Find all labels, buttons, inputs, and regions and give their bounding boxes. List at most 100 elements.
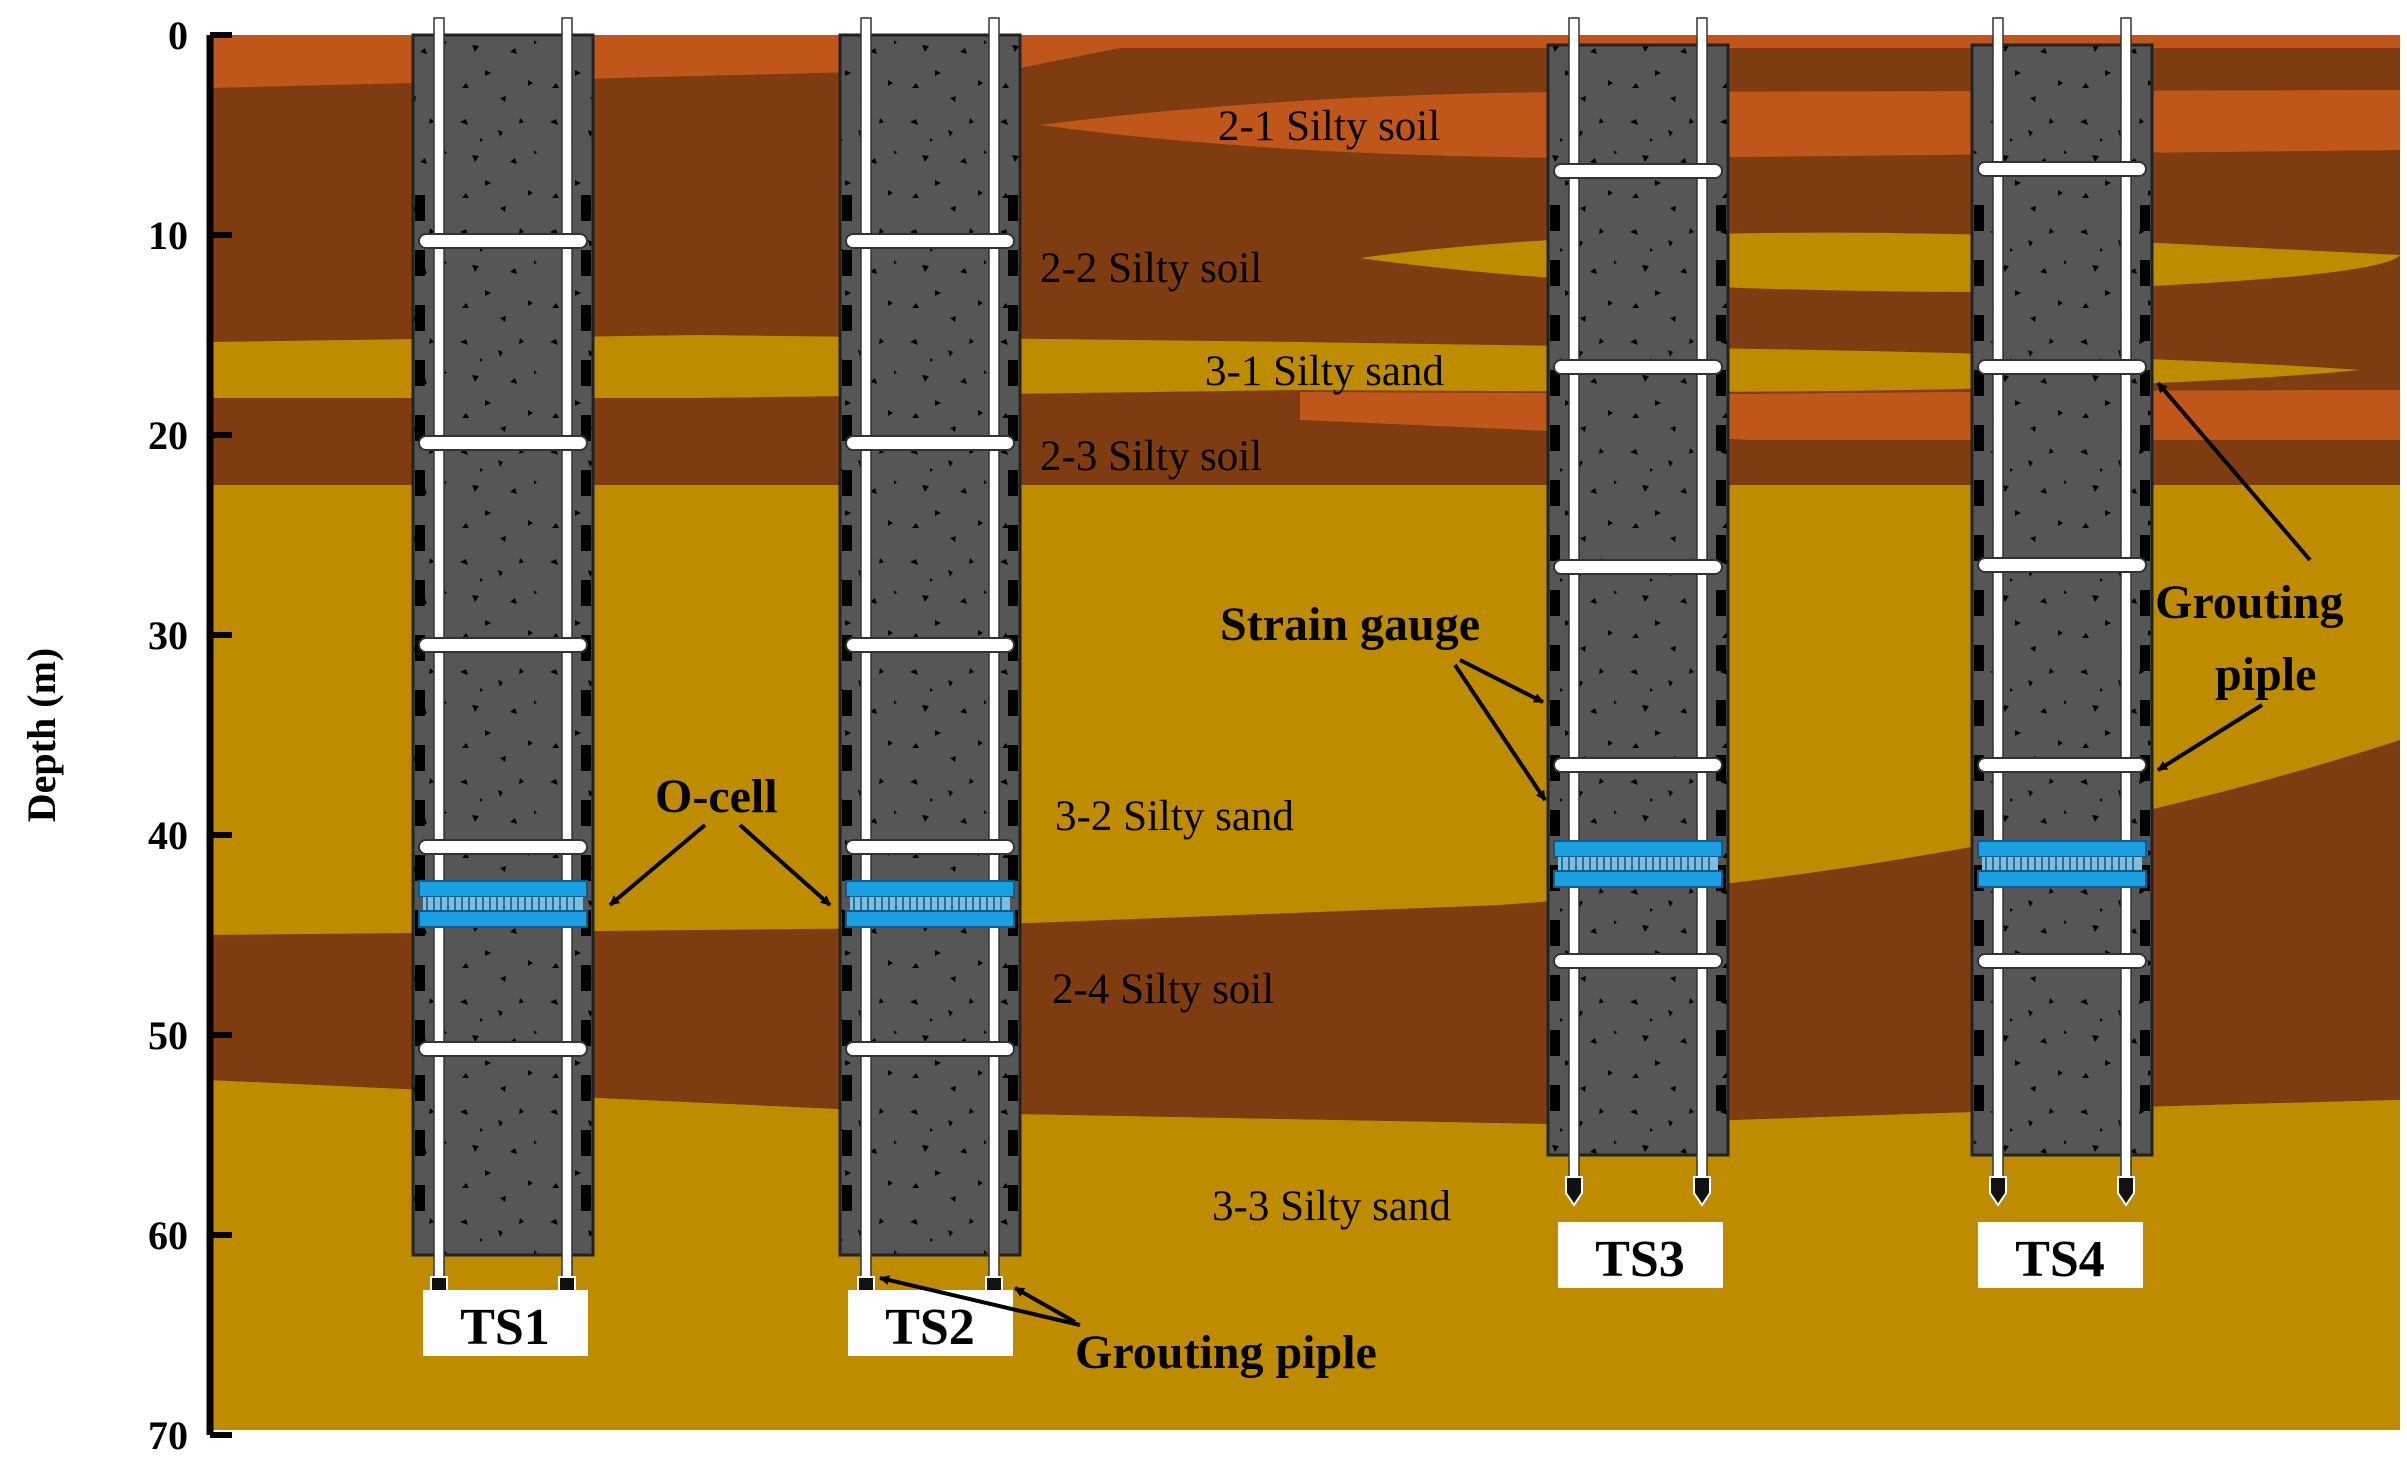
- pile-tag-box: [1978, 1222, 2143, 1288]
- strain-gauge-ring: [1553, 953, 1723, 969]
- layer-labels: 2-1 Silty soil 2-2 Silty soil 3-1 Silty …: [1040, 103, 1451, 1230]
- o-cell-arrow-ts2: [738, 823, 832, 907]
- strain-gauge-mark: [2140, 535, 2150, 561]
- grouting-pipe-tip: [1989, 1176, 2007, 1207]
- strain-gauge-mark: [2140, 205, 2150, 231]
- strain-gauge-mark: [415, 1020, 425, 1046]
- strain-gauge-mark: [1550, 535, 1560, 561]
- strain-gauge-mark: [1716, 810, 1726, 836]
- strain-gauge-mark: [581, 305, 591, 331]
- strain-gauge-ring: [418, 435, 588, 451]
- strain-gauge-mark: [1550, 645, 1560, 671]
- strain-gauge-mark: [581, 415, 591, 441]
- annotations: O-cell Strain gauge Grouting piple Grout…: [608, 381, 2343, 1379]
- strain-gauge-mark: [1008, 855, 1018, 881]
- layer-3-3-silty-sand: [207, 1080, 2400, 1430]
- strain-gauge-ring: [1977, 161, 2147, 177]
- strain-gauge-mark: [2140, 480, 2150, 506]
- strain-gauge-mark: [2140, 260, 2150, 286]
- strain-gauge-mark: [415, 745, 425, 771]
- strain-gauge-mark: [842, 360, 852, 386]
- strain-gauge-mark: [1716, 1030, 1726, 1056]
- strain-gauge-mark: [1008, 360, 1018, 386]
- layer-label-2-1: 2-1 Silty soil: [1218, 103, 1440, 150]
- strain-gauge-mark: [1008, 305, 1018, 331]
- strain-gauge-ring: [1553, 559, 1723, 575]
- strain-gauge-mark: [2140, 975, 2150, 1001]
- o-cell-plate-bottom: [1553, 870, 1723, 888]
- strain-gauge-mark: [581, 360, 591, 386]
- strain-gauge-mark: [415, 415, 425, 441]
- strain-gauge-ring: [418, 839, 588, 855]
- strain-gauge-mark: [1008, 1020, 1018, 1046]
- strain-gauge-mark: [1550, 1085, 1560, 1111]
- strain-gauge-mark: [1550, 700, 1560, 726]
- strain-gauge-mark: [581, 580, 591, 606]
- strain-gauge-mark: [1008, 525, 1018, 551]
- strain-gauge-mark: [2140, 425, 2150, 451]
- y-axis-title: Depth (m): [19, 648, 64, 822]
- strain-gauge-mark: [842, 250, 852, 276]
- o-cell-plate-top: [418, 880, 588, 898]
- strain-gauge-mark: [415, 965, 425, 991]
- strain-gauge-mark: [2140, 590, 2150, 616]
- strain-gauge-mark: [1716, 535, 1726, 561]
- y-tick-label: 20: [148, 413, 188, 458]
- strain-gauge-arrow-2: [1453, 663, 1547, 802]
- strain-gauge-mark: [581, 525, 591, 551]
- strain-gauge-mark: [1974, 645, 1984, 671]
- strain-gauge-mark: [1550, 480, 1560, 506]
- strain-gauge-mark: [842, 800, 852, 826]
- strain-gauge-mark: [1550, 920, 1560, 946]
- strain-gauge-mark: [1008, 1185, 1018, 1211]
- y-tick-label: 50: [148, 1013, 188, 1058]
- o-cell-plate-top: [845, 880, 1015, 898]
- strain-gauge-mark: [415, 1185, 425, 1211]
- layer-label-2-2: 2-2 Silty soil: [1040, 245, 1262, 292]
- layer-3-2-silty-sand: [207, 485, 2400, 935]
- strain-gauge-mark: [581, 1020, 591, 1046]
- strain-gauge-mark: [1974, 700, 1984, 726]
- strain-gauge-mark: [581, 800, 591, 826]
- strain-gauge-mark: [2140, 315, 2150, 341]
- grouting-pipe: [2120, 17, 2132, 1178]
- strain-gauge-mark: [1974, 370, 1984, 396]
- strain-gauge-mark: [1550, 370, 1560, 396]
- strain-gauge-mark: [842, 1075, 852, 1101]
- layer-label-3-1: 3-1 Silty sand: [1205, 348, 1444, 395]
- strain-gauge-mark: [581, 690, 591, 716]
- strain-gauge-mark: [1716, 315, 1726, 341]
- strain-gauge-ring: [845, 637, 1015, 653]
- strain-gauge-ring: [845, 839, 1015, 855]
- strain-gauge-ring: [1977, 757, 2147, 773]
- pile-ts3: TS3: [1546, 17, 1730, 1288]
- o-cell-plate-bottom: [845, 910, 1015, 928]
- o-cell-plate-top: [1553, 840, 1723, 858]
- strain-gauge-mark: [842, 1020, 852, 1046]
- strain-gauge-mark: [581, 1185, 591, 1211]
- y-tick-label: 60: [148, 1213, 188, 1258]
- o-cell-arrow-ts1: [608, 823, 707, 907]
- pile-tag-box: [423, 1290, 588, 1356]
- strain-gauge-mark: [415, 250, 425, 276]
- strain-gauge-mark: [1716, 645, 1726, 671]
- grouting-pipe-label-right-line2: piple: [2215, 648, 2316, 701]
- strain-gauge-mark: [842, 855, 852, 881]
- strain-gauge-mark: [842, 580, 852, 606]
- strain-gauge-mark: [415, 855, 425, 881]
- strain-gauge-ring: [418, 1041, 588, 1057]
- strain-gauge-ring: [845, 233, 1015, 249]
- strain-gauge-ring: [418, 233, 588, 249]
- strain-gauge-mark: [415, 1075, 425, 1101]
- strain-gauge-mark: [1974, 260, 1984, 286]
- strain-gauge-mark: [842, 965, 852, 991]
- layer-label-3-2: 3-2 Silty sand: [1055, 793, 1294, 840]
- strain-gauge-mark: [415, 470, 425, 496]
- strain-gauge-mark: [415, 580, 425, 606]
- strain-gauge-mark: [842, 525, 852, 551]
- strain-gauge-ring: [845, 435, 1015, 451]
- grouting-pipe-tip: [2117, 1176, 2135, 1207]
